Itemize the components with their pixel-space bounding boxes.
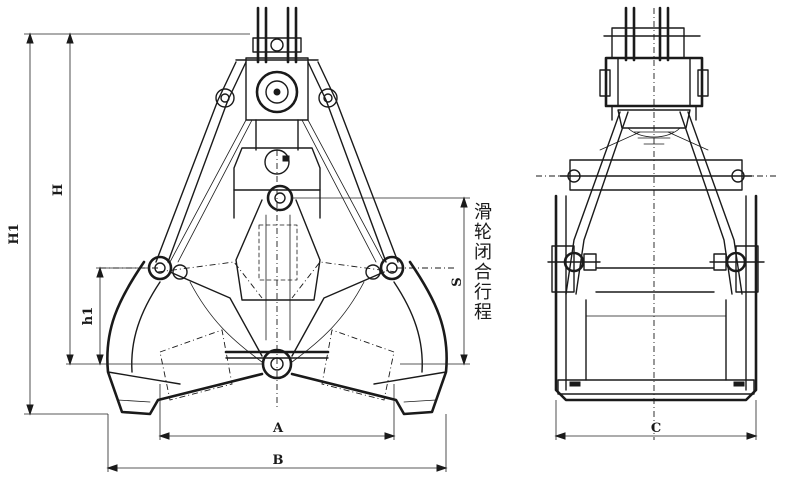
front-view: H1 H h1 S	[7, 6, 470, 472]
pulley-closing-stroke-note: 滑轮闭合行程	[471, 202, 492, 322]
dimension-s: S	[292, 196, 470, 366]
dimension-a: A	[158, 384, 396, 440]
side-bucket	[554, 194, 758, 402]
dimension-b: B	[106, 414, 448, 472]
dimension-small-h1: h1	[81, 266, 150, 366]
dimension-c: C	[554, 400, 758, 440]
jaws	[100, 260, 456, 416]
dimension-h1: H1	[7, 32, 250, 416]
label-a: A	[272, 421, 284, 436]
side-head	[599, 6, 709, 440]
central-crosshead	[224, 150, 330, 410]
label-h: H	[51, 184, 66, 196]
suspension-rods	[252, 6, 302, 64]
dimension-h: H	[51, 32, 262, 366]
upper-head	[235, 57, 319, 151]
side-view: C	[536, 6, 776, 440]
label-b: B	[273, 453, 284, 468]
label-small-h1: h1	[81, 307, 96, 326]
label-c: C	[651, 421, 661, 436]
label-s: S	[450, 277, 465, 286]
side-frame	[536, 111, 776, 295]
label-h1: H1	[7, 223, 22, 244]
